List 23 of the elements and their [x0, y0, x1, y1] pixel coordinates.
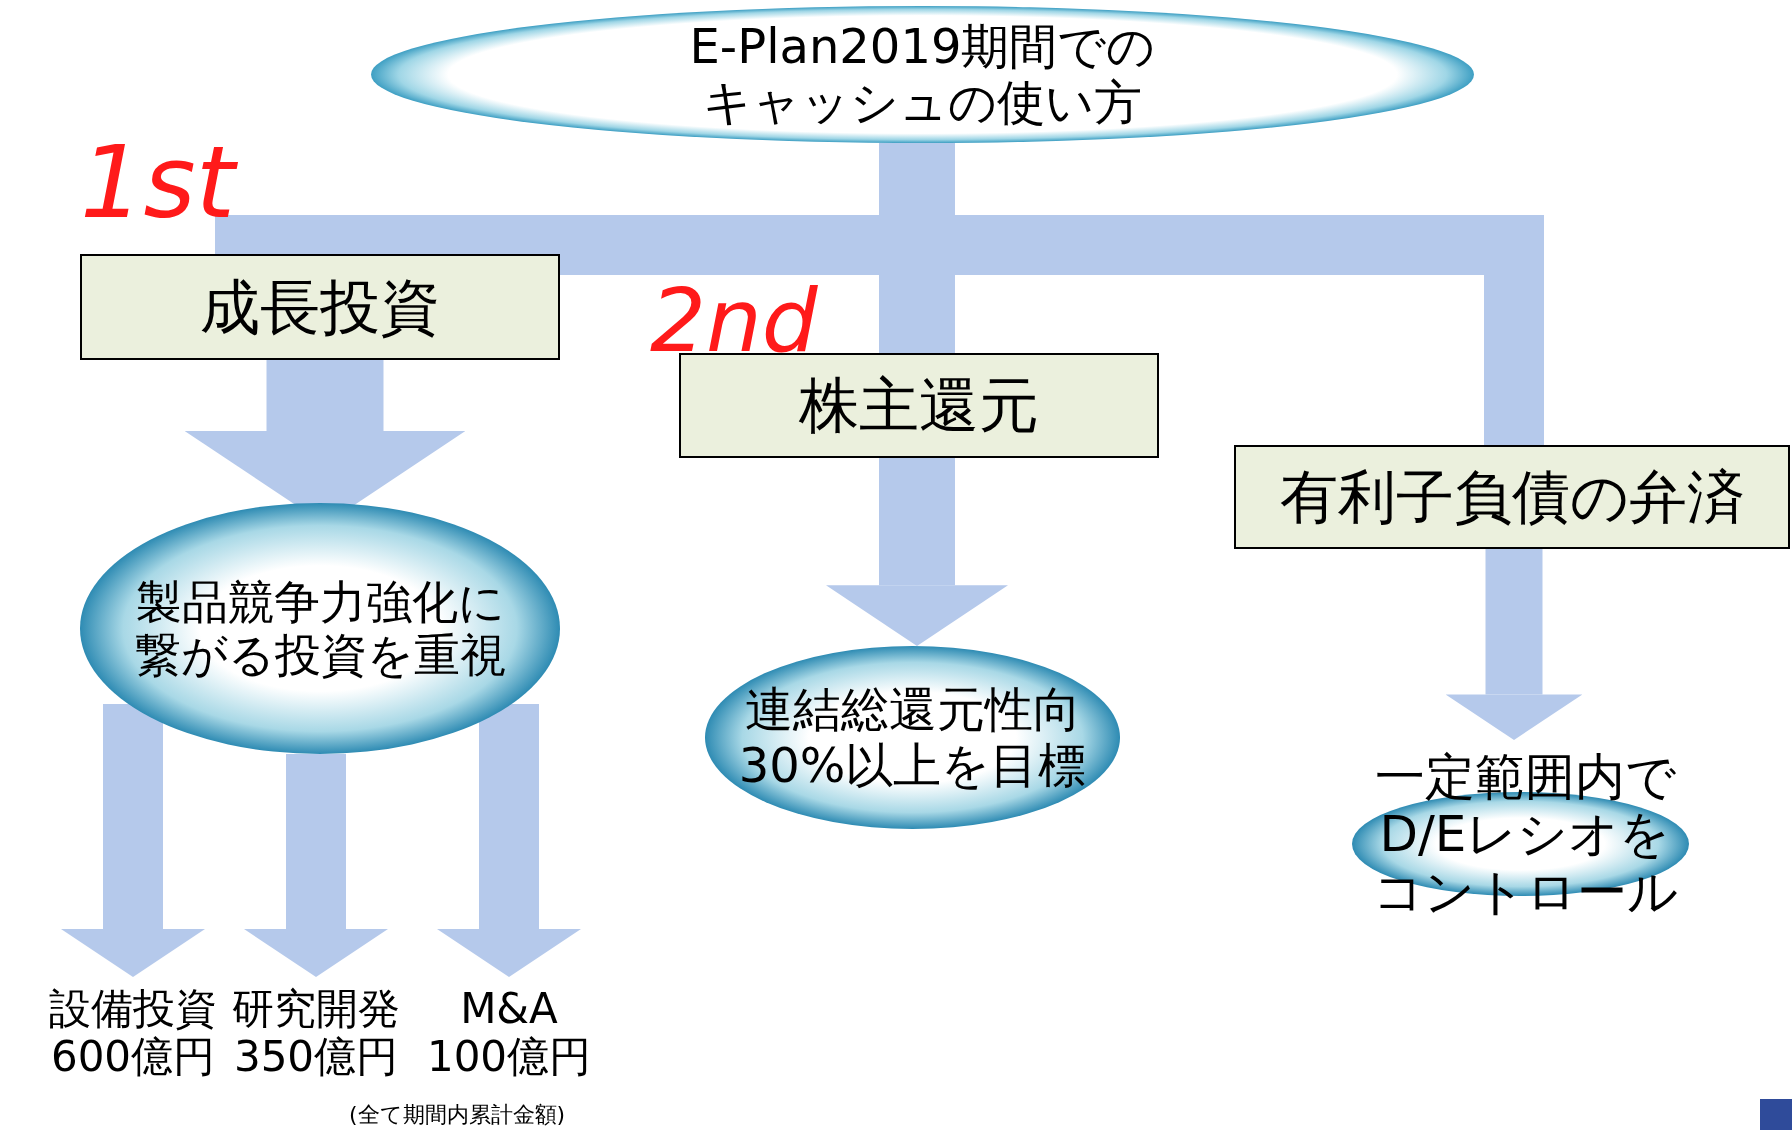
footnote: (全て期間内累計金額)	[349, 1101, 566, 1129]
block-arrow	[61, 704, 205, 977]
node-label: 連結総還元性向30%以上を目標	[737, 682, 1088, 793]
oval-node	[371, 6, 1474, 143]
category-box	[1234, 445, 1790, 549]
priority-rank: 2nd	[650, 277, 818, 365]
item-label: 設備投資	[49, 984, 217, 1033]
oval-node	[705, 646, 1120, 829]
node-label: 製品競争力強化に繋がる投資を重視	[133, 575, 507, 682]
amount-value: 350億円	[233, 1033, 399, 1082]
oval-node	[80, 503, 560, 754]
item-label: M&A	[460, 984, 558, 1033]
block-arrow	[437, 704, 581, 977]
block-arrow	[244, 754, 388, 977]
item-label: 研究開発	[232, 984, 400, 1033]
block-arrow	[825, 458, 1009, 646]
block-arrow	[1445, 549, 1583, 740]
amount-value: 600億円	[50, 1033, 216, 1082]
amount-value: 100億円	[426, 1033, 592, 1082]
node-label: 成長投資	[200, 272, 440, 342]
node-label: 株主還元	[799, 371, 1039, 440]
node-label: E-Plan2019期間でのキャッシュの使い方	[688, 19, 1157, 130]
node-label: 有利子負債の弁済	[1279, 463, 1745, 531]
